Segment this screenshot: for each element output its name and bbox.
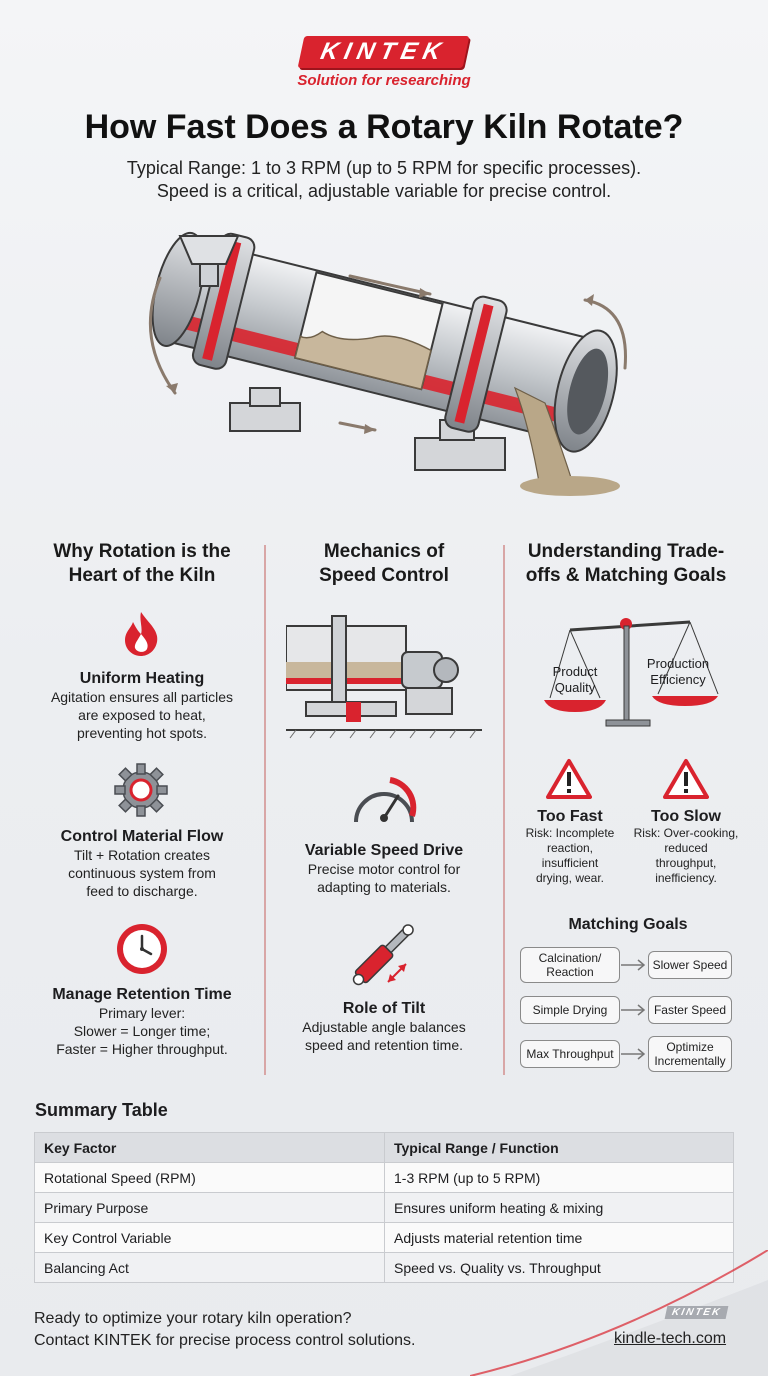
risk-too-slow: Too Slow Risk: Over-cooking, reduced thr… [626, 808, 746, 886]
feature-text-line: are exposed to heat, [78, 707, 206, 723]
page-subtitle: Typical Range: 1 to 3 RPM (up to 5 RPM f… [0, 157, 768, 203]
hydraulic-cylinder-icon [352, 924, 414, 986]
feature-title: Role of Tilt [342, 1000, 426, 1017]
column-why-rotation: Why Rotation is the Heart of the Kiln [20, 540, 264, 588]
table-cell: Primary Purpose [34, 1192, 385, 1223]
goal-to: Faster Speed [648, 996, 732, 1024]
table-cell: Balancing Act [34, 1252, 385, 1283]
arrow-right-icon [621, 959, 646, 971]
page-title: How Fast Does a Rotary Kiln Rotate? [84, 108, 684, 146]
summary-table: Key Factor Typical Range / Function Rota… [34, 1132, 734, 1283]
gear-icon [114, 763, 168, 817]
table-header-row: Key Factor Typical Range / Function [34, 1132, 734, 1163]
table-row: Key Control Variable Adjusts material re… [34, 1222, 734, 1253]
kiln-drive-illustration [286, 615, 482, 739]
cta-line-1: Ready to optimize your rotary kiln opera… [34, 1310, 352, 1327]
feature-text-line: Precise motor control for [307, 861, 461, 877]
warning-icon [663, 759, 709, 799]
risk-title: Too Fast [537, 808, 603, 825]
column-mechanics: Mechanics of Speed Control [266, 540, 502, 588]
feature-control-material-flow: Control Material Flow Tilt + Rotation cr… [20, 824, 264, 900]
feature-title: Control Material Flow [60, 828, 224, 845]
table-cell: Rotational Speed (RPM) [34, 1162, 385, 1193]
feature-text-line: Tilt + Rotation creates [73, 847, 211, 863]
feature-text-line: speed and retention time. [305, 1037, 463, 1053]
feature-text-line: Slower = Longer time; [73, 1023, 211, 1039]
column-tradeoffs: Understanding Trade- offs & Matching Goa… [506, 540, 746, 588]
feature-role-of-tilt: Role of Tilt Adjustable angle balances s… [266, 996, 502, 1054]
brand-logo: KINTEK Solution for researching [0, 36, 768, 89]
feature-manage-retention-time: Manage Retention Time Primary lever: Slo… [20, 982, 264, 1058]
goal-from: Max Throughput [520, 1040, 620, 1068]
table-row: Rotational Speed (RPM) 1-3 RPM (up to 5 … [34, 1162, 734, 1193]
table-row: Primary Purpose Ensures uniform heating … [34, 1192, 734, 1223]
footer-logo: KINTEK [664, 1306, 729, 1319]
speed-gauge-icon [354, 777, 417, 823]
brand-tagline: Solution for researching [297, 72, 471, 89]
table-row: Balancing Act Speed vs. Quality vs. Thro… [34, 1252, 734, 1283]
goal-row: Simple Drying Faster Speed [520, 996, 736, 1032]
goal-to: Slower Speed [648, 951, 732, 979]
feature-title: Uniform Heating [79, 670, 205, 687]
call-to-action: Ready to optimize your rotary kiln opera… [34, 1308, 416, 1352]
feature-title: Variable Speed Drive [304, 842, 464, 859]
rotation-arrows [148, 274, 627, 432]
cta-line-2: Contact KINTEK for precise process contr… [34, 1332, 416, 1349]
kiln-support-left [229, 387, 301, 432]
brand-name: KINTEK [297, 36, 471, 68]
table-cell: Ensures uniform heating & mixing [384, 1192, 734, 1223]
feature-text-line: Agitation ensures all particles [50, 689, 234, 705]
arrow-right-icon [621, 1048, 646, 1060]
table-header-cell: Typical Range / Function [384, 1132, 734, 1163]
scale-label-right: Production Efficiency [646, 656, 710, 687]
warning-icon [546, 759, 592, 799]
column-title: Why Rotation is the Heart of the Kiln [53, 541, 231, 586]
goal-row: Calcination/Reaction Slower Speed [520, 947, 736, 983]
kiln-body [151, 231, 618, 453]
risk-too-fast: Too Fast Risk: Incomplete reaction, insu… [520, 808, 620, 886]
table-header-cell: Key Factor [34, 1132, 385, 1163]
clock-icon [117, 924, 167, 974]
table-cell: 1-3 RPM (up to 5 RPM) [384, 1162, 734, 1193]
feature-text-line: feed to discharge. [86, 883, 198, 899]
column-title: Mechanics of Speed Control [319, 541, 449, 586]
column-divider-2 [503, 545, 505, 1075]
goal-from: Simple Drying [520, 996, 620, 1024]
table-cell: Adjusts material retention time [384, 1222, 734, 1253]
feature-text-line: Adjustable angle balances [302, 1019, 466, 1035]
feature-text-line: adapting to materials. [317, 879, 451, 895]
feed-hopper-icon [178, 235, 240, 265]
feature-title: Manage Retention Time [52, 986, 232, 1003]
feature-text-line: continuous system from [68, 865, 216, 881]
scale-label-left: Product Quality [552, 664, 598, 695]
summary-title: Summary Table [35, 1100, 168, 1120]
feature-uniform-heating: Uniform Heating Agitation ensures all pa… [20, 666, 264, 742]
table-cell: Key Control Variable [34, 1222, 385, 1253]
column-divider-1 [264, 545, 266, 1075]
risk-title: Too Slow [651, 808, 721, 825]
subtitle-line-2: Speed is a critical, adjustable variable… [156, 181, 612, 201]
feature-text-line: Primary lever: [98, 1005, 186, 1021]
arrow-right-icon [621, 1004, 646, 1016]
matching-goals-title: Matching Goals [568, 916, 688, 933]
footer-accent-swoosh [470, 1250, 768, 1376]
flame-icon [125, 612, 158, 656]
goal-from: Calcination/Reaction [520, 947, 620, 983]
feature-text-line: Faster = Higher throughput. [56, 1041, 228, 1057]
feature-text-line: preventing hot spots. [77, 725, 207, 741]
rotary-kiln-illustration [148, 231, 627, 496]
table-cell: Speed vs. Quality vs. Throughput [384, 1252, 734, 1283]
website-link[interactable]: kindle-tech.com [614, 1330, 727, 1347]
balance-scale-icon [544, 618, 719, 727]
column-title: Understanding Trade- offs & Matching Goa… [525, 541, 727, 586]
feature-variable-speed-drive: Variable Speed Drive Precise motor contr… [266, 838, 502, 896]
subtitle-line-1: Typical Range: 1 to 3 RPM (up to 5 RPM f… [126, 158, 642, 178]
